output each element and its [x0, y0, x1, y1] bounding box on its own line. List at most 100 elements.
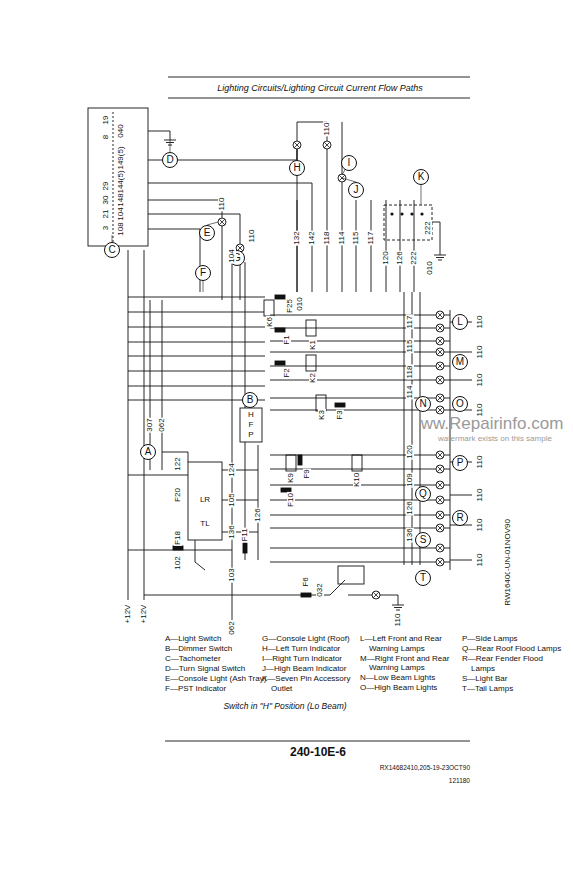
wire [148, 200, 222, 226]
callout-letter: R [452, 510, 468, 526]
legend-key-text: N—Low Beam Lights [360, 673, 465, 683]
wire-number: 104 [228, 248, 236, 263]
wire [258, 445, 259, 560]
wire-number: 21 [102, 209, 110, 220]
wire-number: 110 [476, 488, 484, 503]
wire [380, 595, 398, 605]
wire [148, 183, 312, 292]
switch-contact [195, 540, 205, 570]
wire-number: K2 [309, 372, 317, 384]
wire-number: 126 [406, 500, 414, 515]
wire [400, 200, 401, 292]
lamp-symbol [436, 524, 444, 532]
fuse-symbol [275, 361, 285, 365]
wire-number: 062 [158, 417, 166, 432]
wire [270, 410, 436, 411]
wire-number: K6 [266, 316, 274, 328]
wire-number: 118 [323, 231, 331, 246]
wire [444, 548, 450, 549]
wire [444, 485, 450, 486]
wire-number: 124 [228, 462, 236, 477]
lamp-symbol [436, 496, 444, 504]
lamp-symbol [436, 348, 444, 356]
wire-number: 126 [254, 507, 262, 522]
wire-number: 30 [102, 195, 110, 206]
connector-divider [113, 112, 114, 242]
wire [444, 469, 450, 470]
callout-text: P [457, 458, 464, 468]
header-rule [168, 98, 470, 99]
lamp-symbol [436, 337, 444, 345]
header-rule [168, 77, 470, 78]
wire-number: 115 [352, 231, 360, 246]
wire-number: K9 [287, 472, 295, 484]
wire-number: 114 [338, 231, 346, 246]
wire [128, 312, 265, 313]
wire [444, 398, 450, 399]
wire-number: F3 [336, 409, 344, 420]
lamp-symbol [436, 451, 444, 459]
callout-text: F [200, 268, 206, 278]
wire [144, 250, 145, 600]
legend-key-text: C—Tachometer [165, 654, 270, 664]
wire-number: 110 [248, 229, 256, 244]
fuse-symbol [335, 403, 345, 407]
wire-number: F18 [174, 530, 182, 546]
legend-key-text: I—Right Turn Indicator [262, 654, 367, 664]
wire [128, 356, 265, 357]
ground-symbol [392, 605, 404, 610]
wire-number: 109 [406, 472, 414, 487]
lamp-symbol [436, 394, 444, 402]
callout-letter: A [140, 444, 156, 460]
reference-code: RX14682410,205-19-23OCT90 [380, 765, 470, 772]
callout-letter: O [452, 396, 468, 412]
ground-lead [450, 560, 472, 561]
callout-letter: J [348, 182, 364, 198]
wire-number: 110 [476, 315, 484, 330]
switch-box [338, 566, 364, 584]
wire [162, 300, 163, 470]
wire [444, 315, 450, 316]
callout-letter: S [415, 532, 431, 548]
wire-number: 136 [228, 524, 236, 539]
wire [386, 200, 387, 292]
wire-number: 149(5) [117, 145, 125, 170]
wire [148, 214, 240, 252]
wire-number: 032 [316, 582, 324, 597]
wire-number: 126 [396, 250, 404, 265]
wire [128, 327, 265, 328]
wire-number: 117 [367, 231, 375, 246]
outlet-pin [420, 212, 423, 215]
callout-text: D [166, 155, 173, 165]
wire-number: 010 [296, 296, 304, 311]
wire [148, 229, 200, 292]
legend-key-text: T—Tail Lamps [462, 684, 567, 694]
wire [444, 500, 450, 501]
terminal-label: H [247, 411, 255, 419]
wire-number: 102 [174, 555, 182, 570]
wire-number: 103 [228, 567, 236, 582]
lamp-symbol [436, 362, 444, 370]
wire-number: 040 [117, 123, 125, 138]
wire [444, 352, 450, 353]
legend-key-text: H—Left Turn Indicator [262, 644, 367, 654]
wire-number: 3 [102, 225, 110, 231]
callout-text: M [456, 357, 464, 367]
callout-letter: C [104, 242, 120, 258]
wire [327, 149, 328, 292]
wire-number: F25 [286, 298, 294, 314]
wire-number: F9 [303, 468, 311, 479]
dimmer-switch [240, 408, 262, 442]
wire-number: 110 [394, 613, 402, 628]
wire [432, 222, 440, 255]
wire [270, 380, 436, 381]
wire-number: +12V [140, 604, 148, 625]
wire-number: K1 [309, 339, 317, 351]
fuse-symbol [301, 593, 311, 597]
callout-text: B [247, 395, 254, 405]
callout-letter: P [452, 455, 468, 471]
wire-number: -UN-01NOV90 [504, 518, 512, 572]
wire [128, 250, 129, 600]
wire [128, 297, 265, 298]
